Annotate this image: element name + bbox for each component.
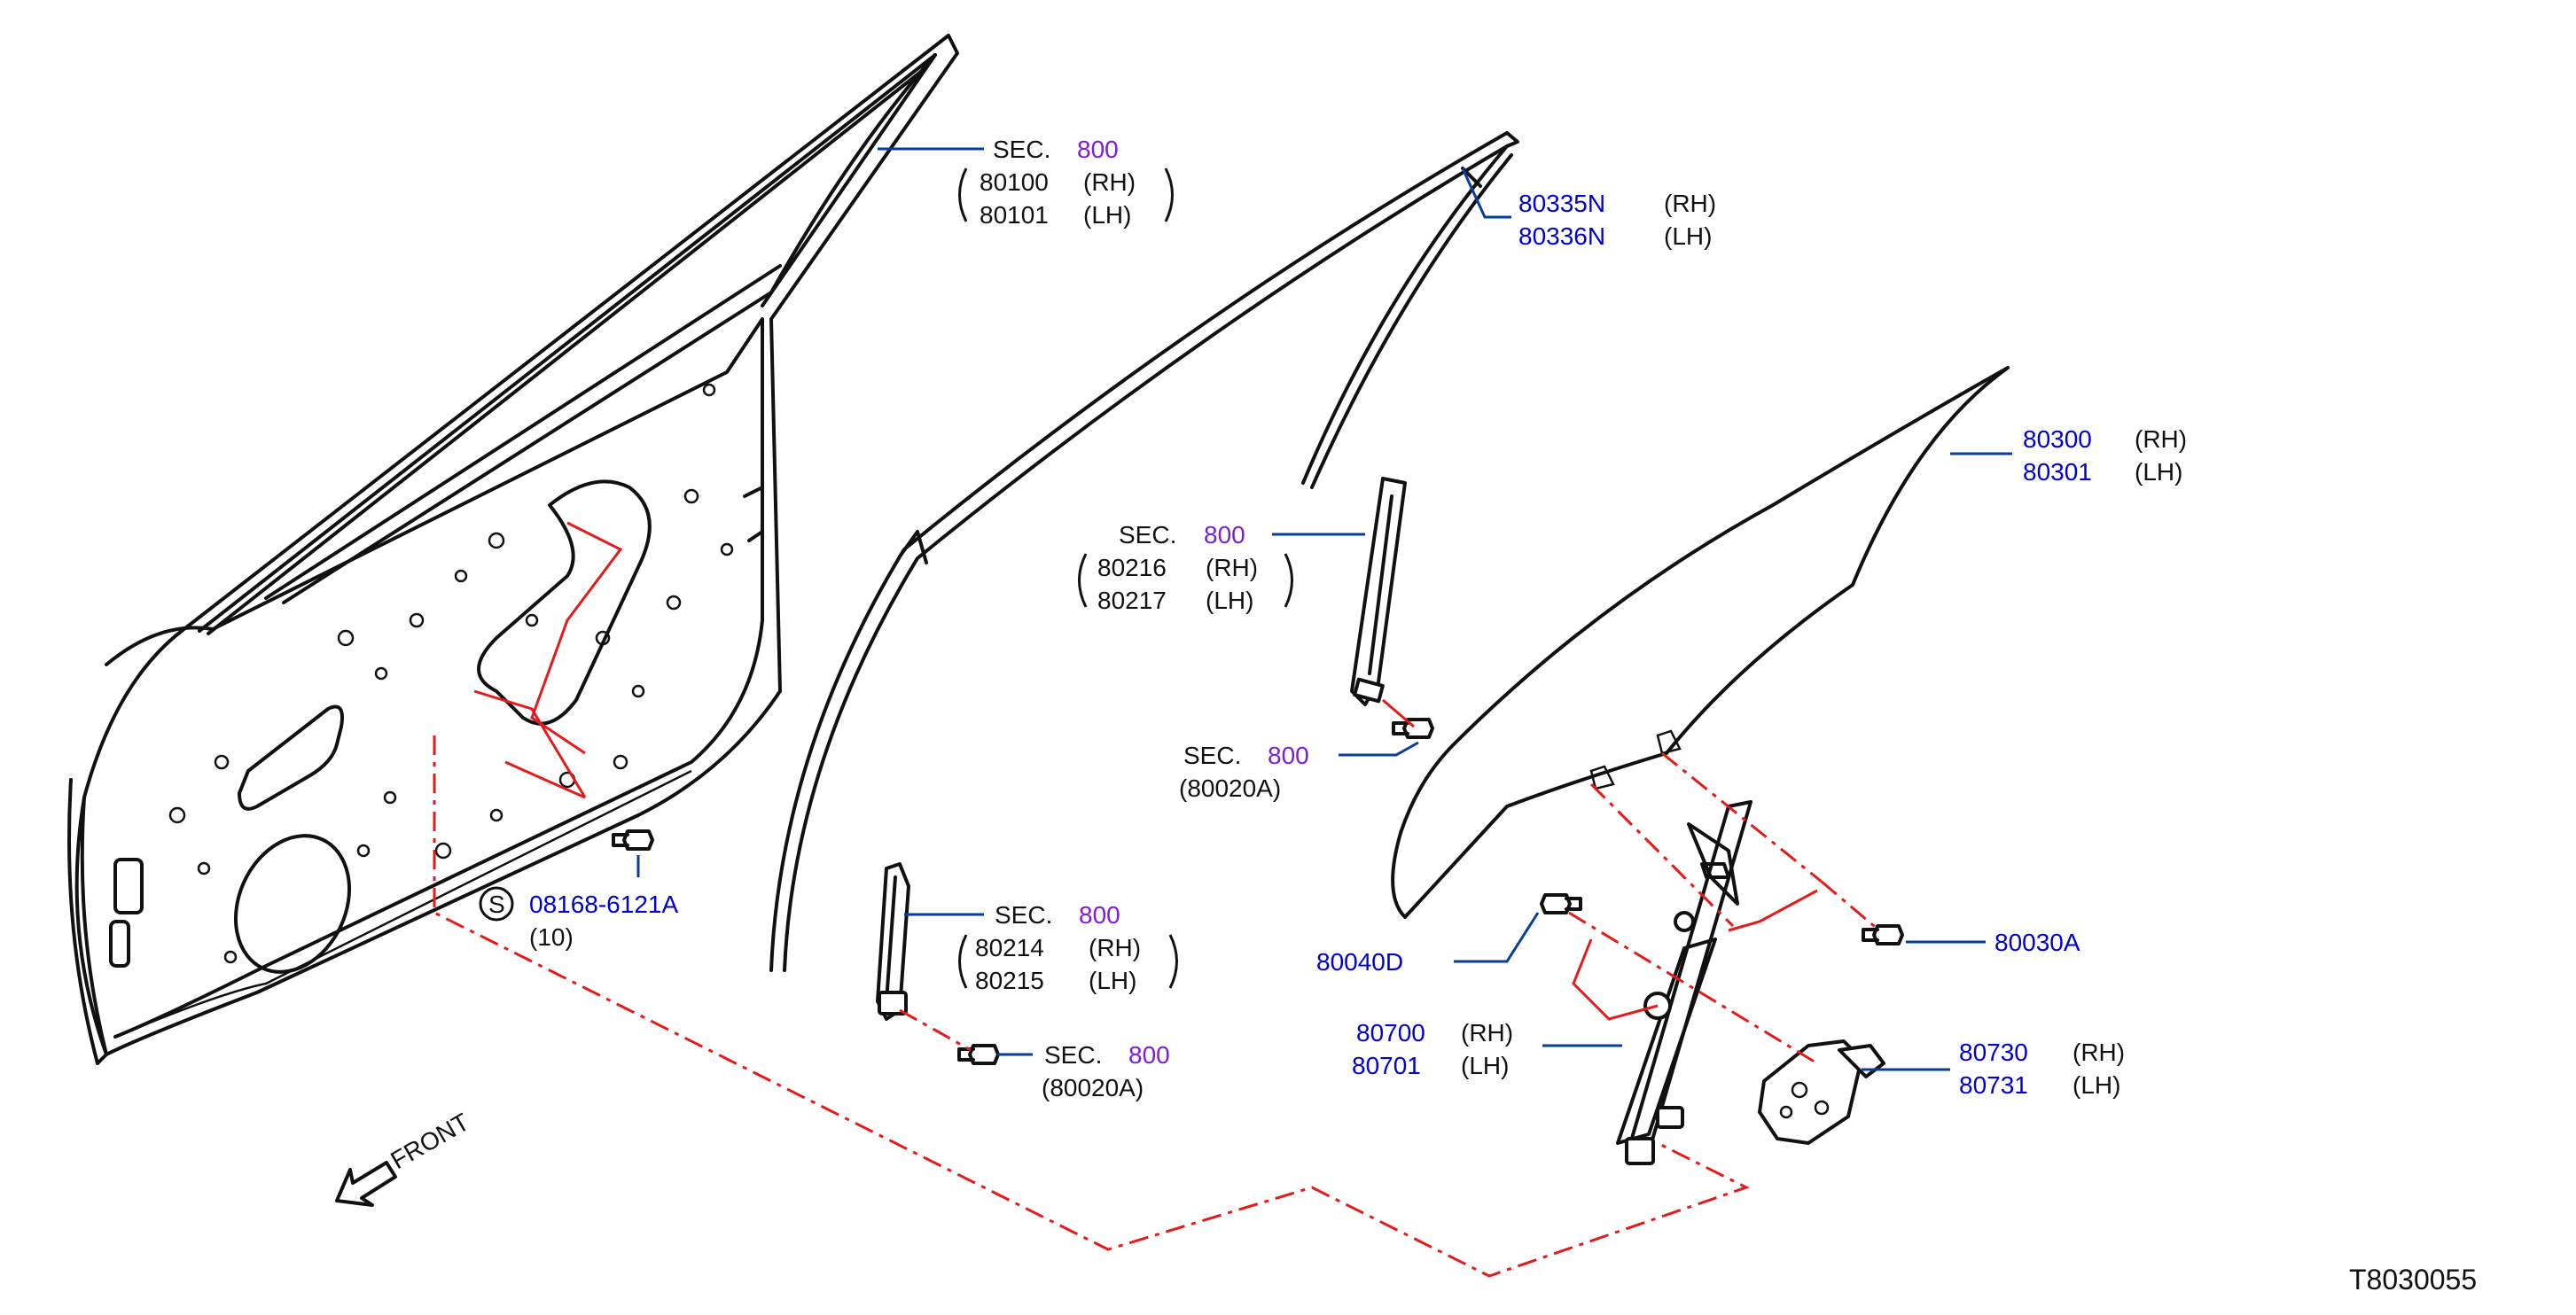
- leader-lines: [636, 147, 2012, 1071]
- callout-front-channel-bolt: SEC. 800 (80020A): [1042, 1041, 1170, 1101]
- part-number: (80020A): [1042, 1074, 1144, 1101]
- part-number-rh: 80214: [975, 934, 1044, 961]
- callout-door-bolt: S 08168-6121A (10): [488, 891, 678, 951]
- side-lh: (LH): [1089, 967, 1136, 994]
- sec-number: 800: [1204, 521, 1245, 549]
- sec-number: 800: [1128, 1041, 1170, 1069]
- sec-label: SEC.: [1119, 521, 1176, 549]
- callout-rear-channel-bolt: SEC. 800 (80020A): [1179, 742, 1309, 802]
- callout-front-channel: SEC. 800 80214 (RH) 80215 (LH): [975, 901, 1141, 994]
- side-rh: (RH): [1664, 190, 1716, 217]
- side-rh: (RH): [1089, 934, 1141, 961]
- side-lh: (LH): [2135, 458, 2182, 486]
- part-number: 80030A: [1994, 929, 2080, 956]
- callout-motor: 80730 (RH) 80731 (LH): [1959, 1039, 2125, 1099]
- side-lh: (LH): [1083, 201, 1131, 229]
- part-number: (80020A): [1179, 774, 1281, 802]
- side-rh: (RH): [1461, 1019, 1513, 1047]
- side-lh: (LH): [1206, 587, 1253, 614]
- regulator-motor: [1758, 1039, 1885, 1145]
- sec-label: SEC.: [993, 136, 1050, 163]
- callout-door-glass: 80300 (RH) 80301 (LH): [2023, 425, 2187, 486]
- front-arrow-icon: FRONT: [335, 1108, 474, 1207]
- callout-regulator: 80700 (RH) 80701 (LH): [1352, 1019, 1513, 1079]
- front-label: FRONT: [386, 1108, 474, 1174]
- callout-rear-channel: SEC. 800 80216 (RH) 80217 (LH): [1097, 521, 1258, 614]
- part-number-rh: 80700: [1356, 1019, 1425, 1047]
- front-channel: [876, 862, 910, 1021]
- connector-lines: [433, 521, 1880, 1278]
- part-number-rh: 80730: [1959, 1039, 2028, 1066]
- drawing-id: T8030055: [2349, 1264, 2477, 1296]
- window-regulator: [1616, 800, 1752, 1165]
- callout-door-sash: SEC. 800 80100 (RH) 80101 (LH): [980, 136, 1136, 229]
- side-lh: (LH): [2073, 1071, 2120, 1099]
- brackets: [958, 167, 1293, 989]
- callout-rear-sash-seal: 80335N (RH) 80336N (LH): [1518, 190, 1716, 250]
- part-number-rh: 80335N: [1518, 190, 1605, 217]
- sec-label: SEC.: [995, 901, 1052, 929]
- s-symbol: S: [488, 891, 505, 918]
- sec-number: 800: [1079, 901, 1120, 929]
- part-number-lh: 80701: [1352, 1052, 1421, 1079]
- door-glass: [1391, 366, 2010, 919]
- part-number: 08168-6121A: [529, 891, 678, 918]
- window-seal-strip: [769, 131, 1519, 972]
- door-panel: [67, 34, 959, 1065]
- part-number-lh: 80731: [1959, 1071, 2028, 1099]
- side-rh: (RH): [2073, 1039, 2125, 1066]
- sec-number: 800: [1077, 136, 1119, 163]
- side-rh: (RH): [1083, 168, 1136, 196]
- side-rh: (RH): [2135, 425, 2187, 453]
- rear-sash-seal: [1301, 144, 1513, 489]
- quantity: (10): [529, 923, 574, 951]
- part-number-lh: 80217: [1097, 587, 1167, 614]
- part-number: 80040D: [1316, 948, 1403, 976]
- callout-regulator-bolt: 80040D: [1316, 948, 1403, 976]
- callout-glass-bolt: 80030A: [1994, 929, 2080, 956]
- part-number-rh: 80300: [2023, 425, 2092, 453]
- part-number-rh: 80100: [980, 168, 1049, 196]
- sec-label: SEC.: [1183, 742, 1241, 769]
- part-number-rh: 80216: [1097, 554, 1167, 581]
- side-lh: (LH): [1461, 1052, 1509, 1079]
- sec-label: SEC.: [1044, 1041, 1102, 1069]
- part-number-lh: 80101: [980, 201, 1049, 229]
- side-lh: (LH): [1664, 222, 1712, 250]
- bolts: [612, 718, 1904, 1065]
- part-number-lh: 80301: [2023, 458, 2092, 486]
- s-symbol-circle: [479, 886, 514, 922]
- rear-channel: [1350, 477, 1407, 706]
- part-number-lh: 80336N: [1518, 222, 1605, 250]
- side-rh: (RH): [1206, 554, 1258, 581]
- part-number-lh: 80215: [975, 967, 1044, 994]
- sec-number: 800: [1268, 742, 1309, 769]
